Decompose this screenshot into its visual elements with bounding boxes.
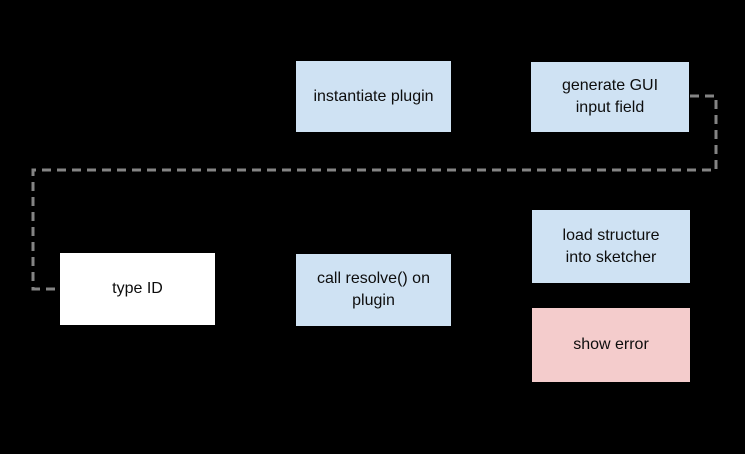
node-generate-gui-input-field-label: generate GUI input field [561, 77, 659, 116]
node-call-resolve-on-plugin: call resolve() on plugin [295, 253, 452, 327]
node-type-id: type ID [59, 252, 216, 326]
node-call-resolve-on-plugin-label: call resolve() on plugin [317, 270, 430, 309]
node-load-structure-into-sketcher-label: load structure into sketcher [562, 226, 660, 266]
node-generate-gui-input-field: generate GUI input field [530, 61, 690, 133]
dashed-connector-path [31, 94, 718, 291]
node-instantiate-plugin: instantiate plugin [295, 60, 452, 133]
node-show-error: show error [531, 307, 691, 383]
node-show-error-label: show error [573, 336, 649, 353]
node-type-id-label: type ID [112, 280, 163, 297]
node-load-structure-into-sketcher: load structure into sketcher [531, 209, 691, 284]
node-instantiate-plugin-label: instantiate plugin [313, 87, 434, 105]
